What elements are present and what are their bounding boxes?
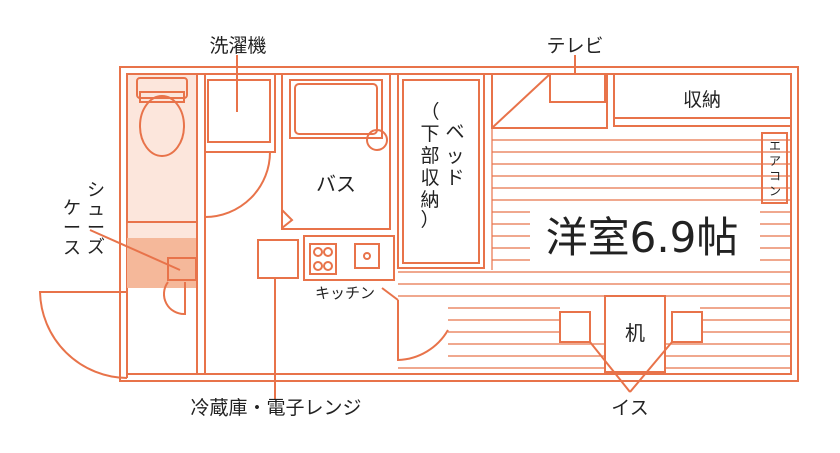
washer-door — [204, 151, 272, 218]
vertical-char: ア — [769, 154, 781, 168]
chair-left — [559, 311, 591, 343]
label-desk: 机 — [625, 321, 645, 345]
label-storage: 収納 — [683, 89, 721, 111]
vertical-char: （ — [420, 101, 439, 123]
vertical-char: 納 — [420, 189, 439, 211]
room-door — [397, 300, 449, 362]
vertical-char: ン — [769, 184, 781, 198]
vertical-char: ド — [445, 167, 464, 189]
vertical-char: 下 — [420, 123, 439, 145]
entrance-door — [38, 291, 128, 379]
label-kitchen: キッチン — [315, 284, 375, 302]
vertical-char: ズ — [87, 237, 105, 258]
label-shoe-case-2: ケース — [63, 198, 81, 259]
fridge — [257, 239, 299, 279]
vertical-char: ） — [420, 209, 439, 231]
desk — [604, 295, 666, 373]
toilet-tank — [136, 77, 188, 99]
vertical-char: エ — [769, 139, 781, 153]
chair-right — [671, 311, 703, 343]
label-room: 洋室6.9帖 — [546, 213, 739, 262]
label-tv: テレビ — [546, 35, 603, 57]
kitchen-counter — [303, 235, 395, 281]
label-chair: イス — [611, 397, 648, 419]
vertical-char: ケ — [63, 198, 81, 219]
bathtub-inner — [294, 83, 378, 135]
bed — [397, 73, 485, 269]
vertical-char: ュ — [87, 199, 105, 220]
label-fridge: 冷蔵庫・電子レンジ — [190, 397, 361, 419]
tv — [549, 73, 606, 103]
vertical-char: 部 — [420, 145, 439, 167]
vertical-char: ー — [63, 218, 81, 239]
outer-wall — [119, 66, 799, 382]
vertical-char: コ — [769, 169, 781, 183]
label-washer: 洗濯機 — [209, 35, 266, 57]
vertical-char: シ — [87, 180, 105, 201]
toilet-seat — [139, 91, 185, 103]
vertical-char: 収 — [420, 167, 439, 189]
washer-room — [204, 73, 276, 153]
bath-room — [281, 73, 391, 230]
bathtub — [289, 79, 383, 139]
vertical-char: ー — [87, 218, 105, 239]
washer — [207, 79, 271, 143]
shoe-step — [163, 281, 186, 316]
vertical-char: ベ — [445, 121, 464, 143]
aircon — [761, 132, 788, 204]
vertical-char: ス — [63, 238, 81, 259]
floor-lines — [398, 128, 791, 369]
toilet-bowl — [139, 95, 185, 157]
label-bath: バス — [316, 172, 356, 196]
vertical-char: ッ — [445, 145, 464, 167]
